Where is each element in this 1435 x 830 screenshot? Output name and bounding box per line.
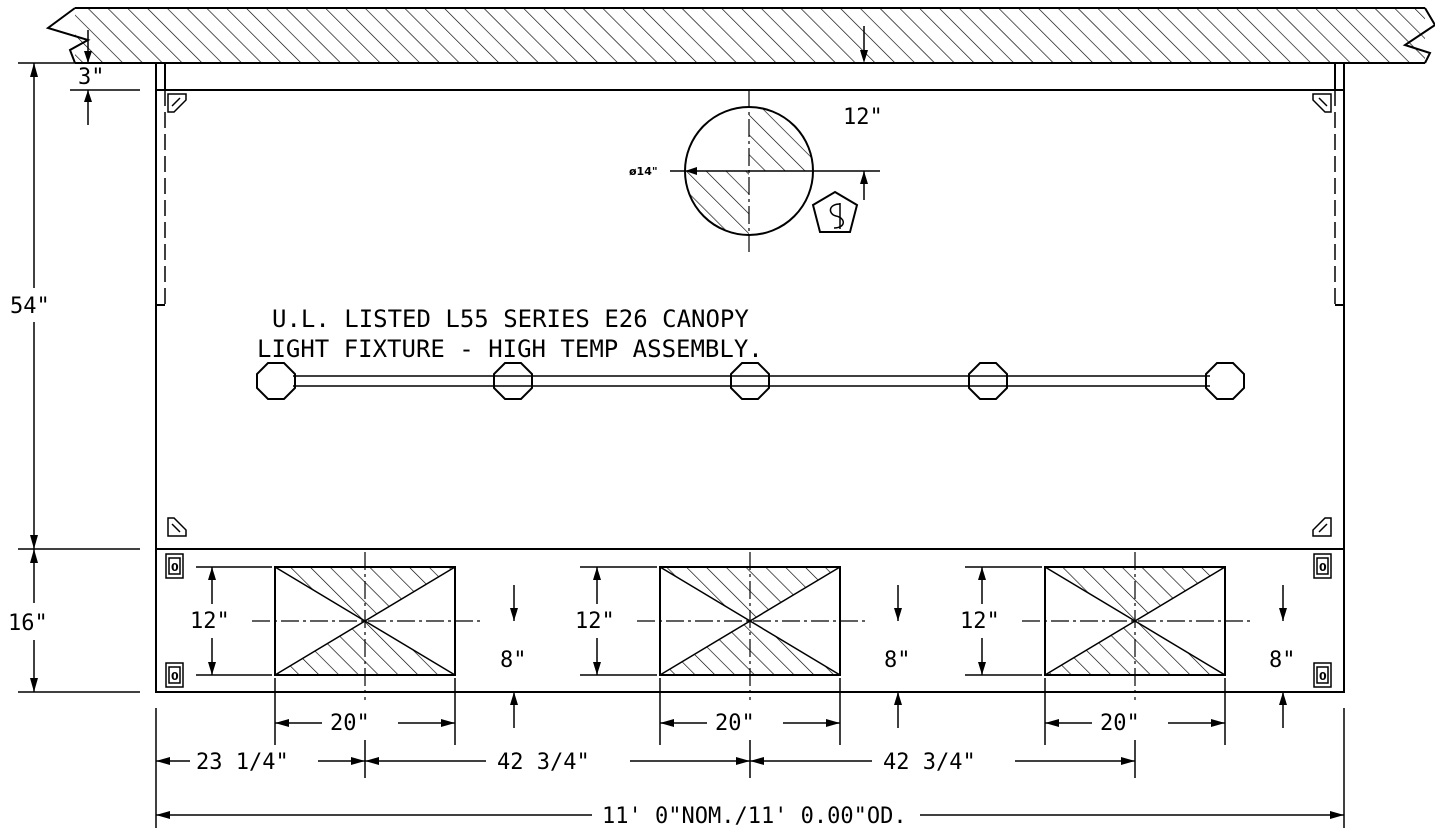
svg-text:0: 0 — [1319, 561, 1327, 574]
fastener-icon: 0 — [1313, 662, 1332, 688]
light-fixture-string — [256, 362, 1245, 400]
corner-bracket-top-right — [1312, 93, 1332, 113]
filter-opening-3 — [1022, 552, 1250, 700]
dim-opening-offset-3: 8" — [1269, 648, 1296, 673]
dimension-opening-width-1: 20" — [274, 678, 456, 745]
light-fixture — [493, 362, 533, 400]
dim-opening-offset-1: 8" — [500, 648, 527, 673]
dimension-opening-width-3: 20" — [1044, 678, 1226, 745]
ceiling-slab — [45, 7, 1435, 64]
dimension-opening-offset-1: 8" — [500, 585, 527, 728]
corner-bracket-bottom-right — [1312, 517, 1332, 537]
corner-bracket-bottom-left — [167, 517, 187, 537]
dim-opening-height-2: 12" — [575, 609, 615, 634]
dim-opening-height-3: 12" — [960, 609, 1000, 634]
svg-text:0: 0 — [171, 670, 179, 683]
dim-edge-to-first: 23 1/4" — [196, 750, 289, 775]
dimension-opening-height-1: 12" — [190, 566, 272, 676]
light-fixture — [256, 362, 296, 400]
dim-collar-offset: 12" — [843, 105, 883, 130]
dim-opening-width-3: 20" — [1100, 711, 1140, 736]
corner-bracket-top-left — [167, 93, 187, 113]
fastener-icon: 0 — [1313, 553, 1332, 579]
light-fixture — [730, 362, 770, 400]
filter-opening-2 — [637, 552, 865, 700]
note-line-1: U.L. LISTED L55 SERIES E26 CANOPY — [272, 305, 749, 333]
dimension-top-offset: 3" — [70, 30, 140, 125]
dim-collar-diameter: ø14" — [629, 165, 658, 178]
dim-opening-width-1: 20" — [330, 711, 370, 736]
dim-opening-width-2: 20" — [715, 711, 755, 736]
dimension-collar-offset: 12" — [843, 26, 883, 200]
fastener-icon: 0 — [165, 662, 184, 688]
svg-text:0: 0 — [171, 561, 179, 574]
sprinkler-symbol-icon — [811, 190, 859, 233]
light-fixture — [968, 362, 1008, 400]
dim-upper-height: 54" — [10, 294, 50, 319]
filter-opening-1 — [252, 552, 480, 700]
dimension-opening-height-2: 12" — [575, 566, 657, 676]
dimension-opening-offset-2: 8" — [884, 585, 911, 728]
dim-lower-height: 16" — [8, 611, 48, 636]
dimension-spacing-chain: 23 1/4" 42 3/4" 42 3/4" — [155, 708, 1345, 828]
dimension-collar-diameter: ø14" — [629, 165, 697, 178]
dim-top-offset: 3" — [78, 65, 105, 90]
dimension-overall-length: 11' 0"NOM./11' 0.00"OD. — [156, 804, 1344, 829]
light-fixture — [1205, 362, 1245, 400]
svg-text:0: 0 — [1319, 670, 1327, 683]
dim-opening-offset-2: 8" — [884, 648, 911, 673]
dim-opening-height-1: 12" — [190, 609, 230, 634]
fastener-icon: 0 — [165, 553, 184, 579]
dimension-opening-height-3: 12" — [960, 566, 1042, 676]
dimension-opening-offset-3: 8" — [1269, 585, 1296, 728]
dim-spacing-1: 42 3/4" — [497, 750, 590, 775]
dimension-upper-height: 54" — [10, 62, 150, 550]
dimension-lower-height: 16" — [8, 549, 140, 693]
fixture-note: U.L. LISTED L55 SERIES E26 CANOPY LIGHT … — [257, 305, 763, 363]
note-line-2: LIGHT FIXTURE - HIGH TEMP ASSEMBLY. — [257, 335, 763, 363]
dim-overall-length: 11' 0"NOM./11' 0.00"OD. — [602, 804, 907, 829]
dimension-opening-width-2: 20" — [659, 678, 841, 745]
dim-spacing-2: 42 3/4" — [883, 750, 976, 775]
